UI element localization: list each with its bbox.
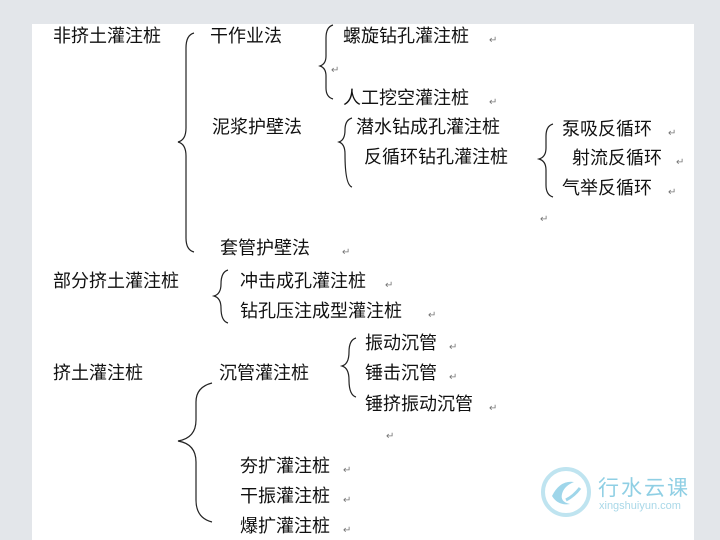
other-item-2: 干振灌注桩 (240, 486, 330, 507)
return-mark: ↵ (489, 97, 498, 108)
return-mark: ↵ (676, 157, 685, 168)
label-sink-pipe: 沉管灌注桩 (219, 363, 309, 384)
other-item-3: 爆扩灌注桩 (240, 516, 330, 537)
brace-reverse (536, 123, 554, 198)
sink-item-1: 振动沉管 (365, 333, 437, 354)
return-mark: ↵ (668, 128, 677, 139)
brace-dry-method (318, 24, 334, 100)
partial-item-2: 钻孔压注成型灌注桩 (240, 301, 402, 322)
brace-mud-method (337, 117, 353, 188)
return-mark: ↵ (489, 35, 498, 46)
reverse-type-1: 泵吸反循环 (562, 119, 652, 140)
partial-item-1: 冲击成孔灌注桩 (240, 271, 366, 292)
slide-sheet (32, 24, 694, 540)
return-mark: ↵ (342, 247, 351, 258)
watermark-logo-icon (541, 467, 591, 517)
sink-item-3: 锤挤振动沉管 (365, 394, 473, 415)
return-mark: ↵ (385, 280, 394, 291)
mud-item-2: 反循环钻孔灌注桩 (364, 147, 508, 168)
sink-item-2: 锤击沉管 (365, 363, 437, 384)
return-mark: ↵ (449, 342, 458, 353)
return-mark: ↵ (343, 465, 352, 476)
label-mud-method: 泥浆护壁法 (212, 117, 302, 138)
return-mark: ↵ (668, 187, 677, 198)
return-mark: ↵ (386, 431, 395, 442)
return-mark: ↵ (540, 214, 549, 225)
dry-item-2: 人工挖空灌注桩 (343, 88, 469, 109)
brace-sink-pipe (339, 337, 357, 398)
brace-compacted (177, 382, 213, 523)
watermark-url: xingshuiyun.com (599, 500, 681, 512)
return-mark: ↵ (343, 525, 352, 536)
label-dry-method: 干作业法 (210, 26, 282, 47)
label-casing-method: 套管护壁法 (220, 238, 310, 259)
dry-item-1: 螺旋钻孔灌注桩 (343, 26, 469, 47)
title-non-compacted: 非挤土灌注桩 (53, 26, 161, 47)
return-mark: ↵ (343, 495, 352, 506)
title-partial: 部分挤土灌注桩 (53, 271, 179, 292)
reverse-type-2: 射流反循环 (572, 148, 662, 169)
title-compacted: 挤土灌注桩 (53, 363, 143, 384)
mud-item-1: 潜水钻成孔灌注桩 (356, 117, 500, 138)
watermark-title: 行水云课 (598, 476, 690, 500)
brace-non-compacted (177, 32, 195, 253)
return-mark: ↵ (428, 310, 437, 321)
reverse-type-3: 气举反循环 (562, 178, 652, 199)
return-mark: ↵ (331, 65, 340, 76)
return-mark: ↵ (449, 372, 458, 383)
return-mark: ↵ (489, 403, 498, 414)
other-item-1: 夯扩灌注桩 (240, 456, 330, 477)
brace-partial (211, 269, 229, 324)
